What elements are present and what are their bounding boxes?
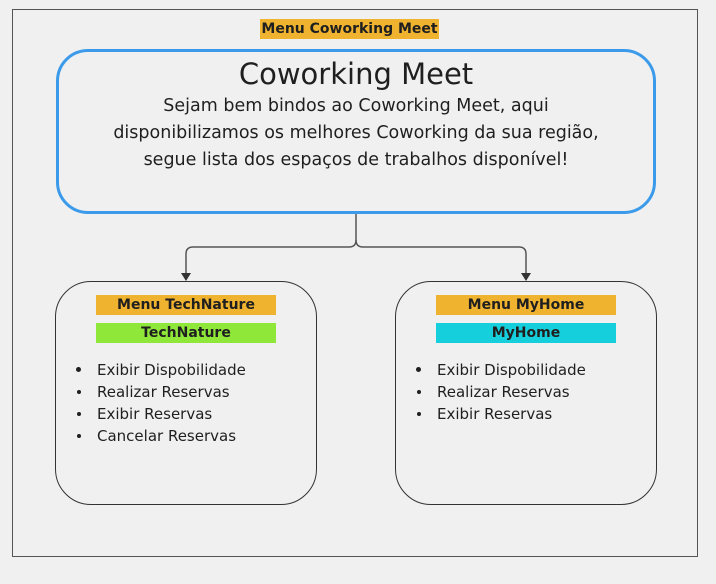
diagram-frame — [12, 9, 698, 557]
arrowhead-right — [521, 273, 531, 281]
connector-left — [185, 239, 357, 274]
main-description: Sejam bem bindos ao Coworking Meet, aqui… — [89, 93, 623, 174]
arrowhead-left — [181, 273, 191, 281]
myhome-option-list: Exibir Dispobilidade Realizar Reservas E… — [414, 359, 586, 425]
technature-name-label: TechNature — [96, 323, 276, 343]
main-line: segue lista dos espaços de trabalhos dis… — [143, 150, 569, 170]
connector-trunk — [355, 214, 364, 248]
main-title: Coworking Meet — [238, 57, 474, 91]
list-item: Exibir Dispobilidade — [414, 359, 586, 381]
myhome-menu-label: Menu MyHome — [436, 295, 616, 315]
list-item: Exibir Reservas — [74, 403, 246, 425]
top-menu-label: Menu Coworking Meet — [260, 19, 439, 39]
myhome-node: Menu MyHome MyHome Exibir Dispobilidade … — [395, 281, 657, 505]
myhome-name-label: MyHome — [436, 323, 616, 343]
connector-right — [363, 246, 527, 274]
technature-option-list: Exibir Dispobilidade Realizar Reservas E… — [74, 359, 246, 447]
list-item: Exibir Dispobilidade — [74, 359, 246, 381]
list-item: Realizar Reservas — [74, 381, 246, 403]
list-item: Cancelar Reservas — [74, 425, 246, 447]
main-node: Coworking Meet Sejam bem bindos ao Cowor… — [56, 49, 656, 214]
main-line: disponibilizamos os melhores Coworking d… — [113, 123, 599, 143]
technature-node: Menu TechNature TechNature Exibir Dispob… — [55, 281, 317, 505]
list-item: Exibir Reservas — [414, 403, 586, 425]
list-item: Realizar Reservas — [414, 381, 586, 403]
technature-menu-label: Menu TechNature — [96, 295, 276, 315]
main-line: Sejam bem bindos ao Coworking Meet, aqui — [163, 96, 549, 116]
